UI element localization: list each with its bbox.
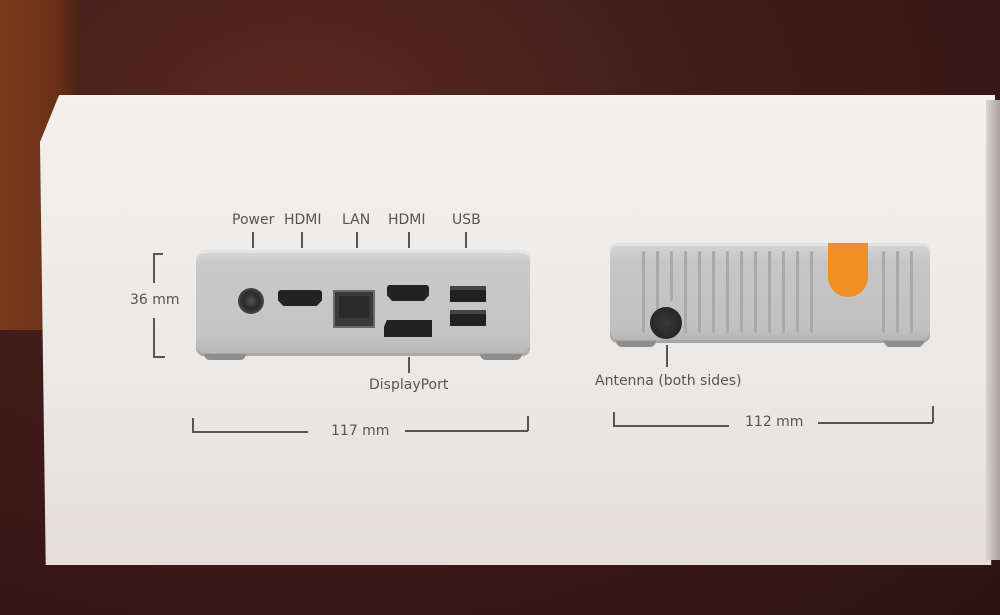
usb-port-2 bbox=[450, 310, 486, 326]
usb-port-1 bbox=[450, 286, 486, 302]
width-label-front: 117 mm bbox=[331, 423, 390, 439]
height-label: 36 mm bbox=[130, 292, 180, 308]
device-foot bbox=[480, 354, 522, 360]
antenna-connector bbox=[650, 307, 682, 339]
height-bracket-bottom bbox=[153, 318, 155, 356]
side-width-bracket-right bbox=[932, 406, 934, 423]
label-usb: USB bbox=[452, 212, 481, 228]
side-width-bracket-line-right bbox=[818, 422, 933, 424]
mini-pc-side bbox=[610, 243, 930, 347]
power-jack-port bbox=[238, 288, 264, 314]
height-bracket-cap-top bbox=[153, 253, 163, 255]
label-hdmi-1: HDMI bbox=[284, 212, 322, 228]
device-foot bbox=[884, 341, 924, 347]
leader-line-hdmi-1 bbox=[301, 232, 303, 248]
width-bracket-line-left bbox=[192, 431, 308, 433]
leader-line-displayport bbox=[408, 357, 410, 373]
leader-line-hdmi-2 bbox=[408, 232, 410, 248]
displayport-port bbox=[384, 320, 432, 337]
orange-tab bbox=[828, 243, 868, 297]
hdmi-port-2 bbox=[387, 285, 429, 301]
leader-line-power bbox=[252, 232, 254, 248]
width-bracket-line-right bbox=[405, 430, 528, 432]
label-power: Power bbox=[232, 212, 275, 228]
label-displayport: DisplayPort bbox=[369, 377, 449, 393]
side-width-bracket-left bbox=[613, 412, 615, 426]
hdmi-port-1 bbox=[278, 290, 322, 306]
label-antenna: Antenna (both sides) bbox=[595, 373, 742, 389]
lan-port bbox=[333, 290, 375, 328]
width-label-side: 112 mm bbox=[745, 414, 804, 430]
width-bracket-right bbox=[527, 416, 529, 431]
label-lan: LAN bbox=[342, 212, 371, 228]
box-side-edge bbox=[986, 100, 1000, 560]
height-bracket-cap-bottom bbox=[153, 356, 165, 358]
label-hdmi-2: HDMI bbox=[388, 212, 426, 228]
device-foot bbox=[616, 341, 656, 347]
device-foot bbox=[204, 354, 246, 360]
leader-line-antenna bbox=[666, 345, 668, 367]
width-bracket-left bbox=[192, 418, 194, 432]
mini-pc-front bbox=[196, 250, 530, 360]
leader-line-lan bbox=[356, 232, 358, 248]
side-width-bracket-line-left bbox=[613, 425, 729, 427]
leader-line-usb bbox=[465, 232, 467, 248]
height-bracket-top bbox=[153, 253, 155, 283]
